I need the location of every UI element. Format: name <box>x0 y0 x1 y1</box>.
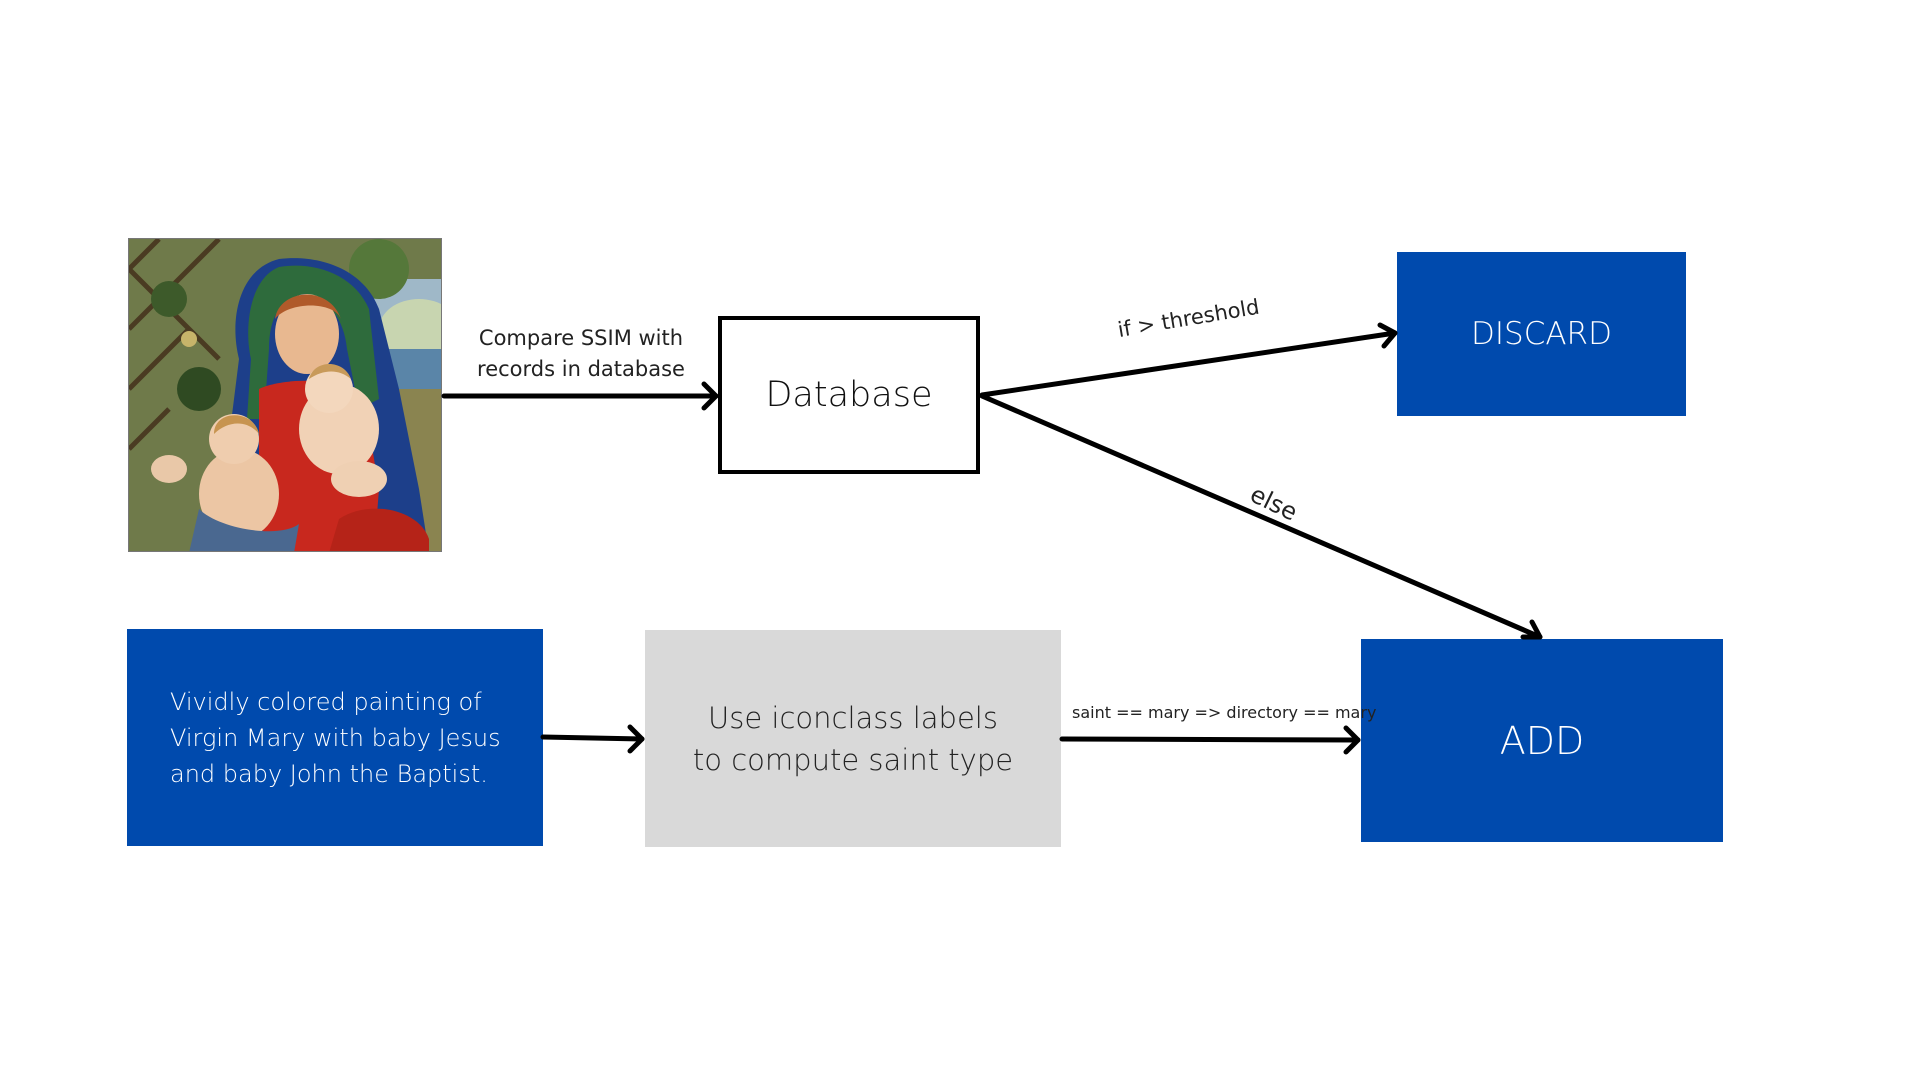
arrowhead-image-to-database <box>701 381 719 411</box>
arrow-database-to-add <box>979 393 1543 640</box>
saint-rule-label: saint == mary => directory == mary <box>1072 703 1377 722</box>
iconclass-line-1: Use iconclass labels <box>708 700 998 735</box>
compare-ssim-line-2: records in database <box>477 357 685 381</box>
database-node: Database <box>718 316 980 474</box>
iconclass-node: Use iconclass labels to compute saint ty… <box>645 630 1061 847</box>
description-text: Vividly colored painting of Virgin Mary … <box>170 684 501 792</box>
description-line-3: and baby John the Baptist. <box>170 759 488 788</box>
compare-ssim-label: Compare SSIM with records in database <box>466 323 696 385</box>
discard-label: DISCARD <box>1471 316 1612 352</box>
iconclass-line-2: to compute saint type <box>692 742 1014 777</box>
discard-node: DISCARD <box>1397 252 1686 416</box>
arrow-database-to-discard <box>979 330 1398 398</box>
arrow-description-to-iconclass <box>540 734 645 742</box>
description-node: Vividly colored painting of Virgin Mary … <box>127 629 543 846</box>
arrowhead-iconclass-to-add <box>1343 725 1361 755</box>
add-label: ADD <box>1499 718 1585 763</box>
arrow-iconclass-to-add <box>1059 736 1361 743</box>
database-label: Database <box>765 375 933 415</box>
add-node: ADD <box>1361 639 1723 842</box>
compare-ssim-line-1: Compare SSIM with <box>478 326 684 350</box>
arrowhead-database-to-add <box>1520 619 1543 640</box>
description-line-2: Virgin Mary with baby Jesus <box>170 723 501 752</box>
arrowhead-database-to-discard <box>1377 322 1398 349</box>
description-line-1: Vividly colored painting of <box>170 687 482 716</box>
painting-image <box>128 238 442 552</box>
painting-virgin-child-icon <box>129 239 441 551</box>
arrowhead-description-to-iconclass <box>627 724 645 754</box>
